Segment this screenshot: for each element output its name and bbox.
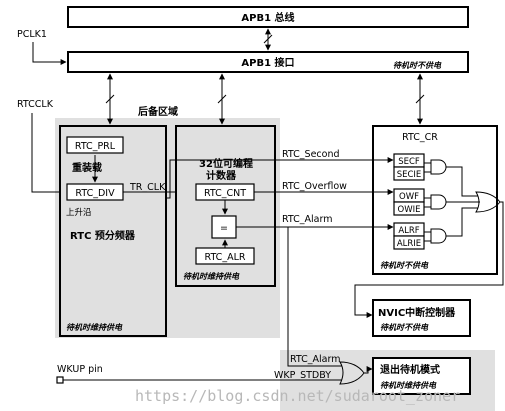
standby-title: 退出待机模式 [380,363,440,376]
apb1-interface-note: 待机时不供电 [393,61,442,70]
nvic-title: NVIC中断控制器 [378,306,456,319]
counter-note: 待机时维持供电 [183,272,240,281]
alrie-flag: ALRIE [397,239,421,249]
apb1-interface-label: APB1 接口 [241,56,294,69]
wkup-pin-terminal [56,376,64,384]
secie-flag-box [393,166,425,181]
reload-label: 重装载 [72,161,102,174]
or-gate-wakeup [339,361,365,385]
owf-flag: OWF [399,192,419,202]
and-gate-overflow [430,194,447,210]
rtc-alr-register [195,247,255,265]
second-signal-label: RTC_Second [282,149,340,160]
watermark-text: https://blog.csdn.net/sudaroot_zoner [135,387,460,405]
wakeup-to-standby-line [364,366,373,374]
counter-title-line1: 32位可编程 [199,157,253,170]
prescaler-note: 待机时维持供电 [66,323,123,332]
standby-block [372,357,471,395]
apb1-bus-label: APB1 总线 [241,11,294,24]
alarm-to-standby-line [287,227,342,367]
secf-flag: SECF [398,157,420,167]
rtc-alr-label: RTC_ALR [205,252,246,263]
standby-note: 待机时维持供电 [380,381,437,390]
secie-flag: SECIE [397,170,422,180]
rtc-cr-note: 待机时不供电 [380,261,429,270]
alarm-signal-label: RTC_Alarm [282,214,333,225]
and-gate-alarm [430,228,447,244]
wkp-stdby-label: WKP_STDBY [274,370,331,381]
rising-edge-label: 上升沿 [66,207,92,218]
backup-domain-title: 后备区域 [138,105,178,118]
apb1-bus-box [67,6,469,28]
rtc-cr-flags: SECF SECIE OWF OWIE ALRF ALRIE [393,153,425,250]
owie-flag-box [393,201,425,216]
rtcclk-line [31,113,67,195]
rtc-cnt-label: RTC_CNT [204,188,246,199]
alrie-flag-box [393,235,425,250]
counter-title-line2: 计数器 [206,169,237,182]
and-gate-second [430,159,447,175]
alrf-flag: ALRF [398,226,419,236]
rtc-prl-register [66,136,124,154]
overflow-signal-label: RTC_Overflow [282,181,347,192]
alarm2-signal-label: RTC_Alarm [290,354,341,365]
rtc-cr-title: RTC_CR [402,132,438,143]
irq-to-nvic-line [354,201,504,318]
rtcclk-label: RTCCLK [17,99,54,110]
nvic-note: 待机时不供电 [380,323,429,332]
prescaler-block [59,125,167,337]
rtc-div-label: RTC_DIV [75,188,115,199]
tr-clk-label: TR_CLK [129,182,166,193]
owie-flag: OWIE [398,205,421,215]
compare-symbol: = [220,223,228,234]
rtc-prl-label: RTC_PRL [75,141,116,152]
apb1-interface-box [67,51,469,73]
second-signal-line [166,157,394,199]
prescaler-title: RTC 预分频器 [70,229,136,242]
pclk1-label: PCLK1 [17,29,47,40]
nvic-block [372,299,471,337]
pclk1-line [32,42,67,65]
wkup-pin-label: WKUP pin [57,364,103,375]
